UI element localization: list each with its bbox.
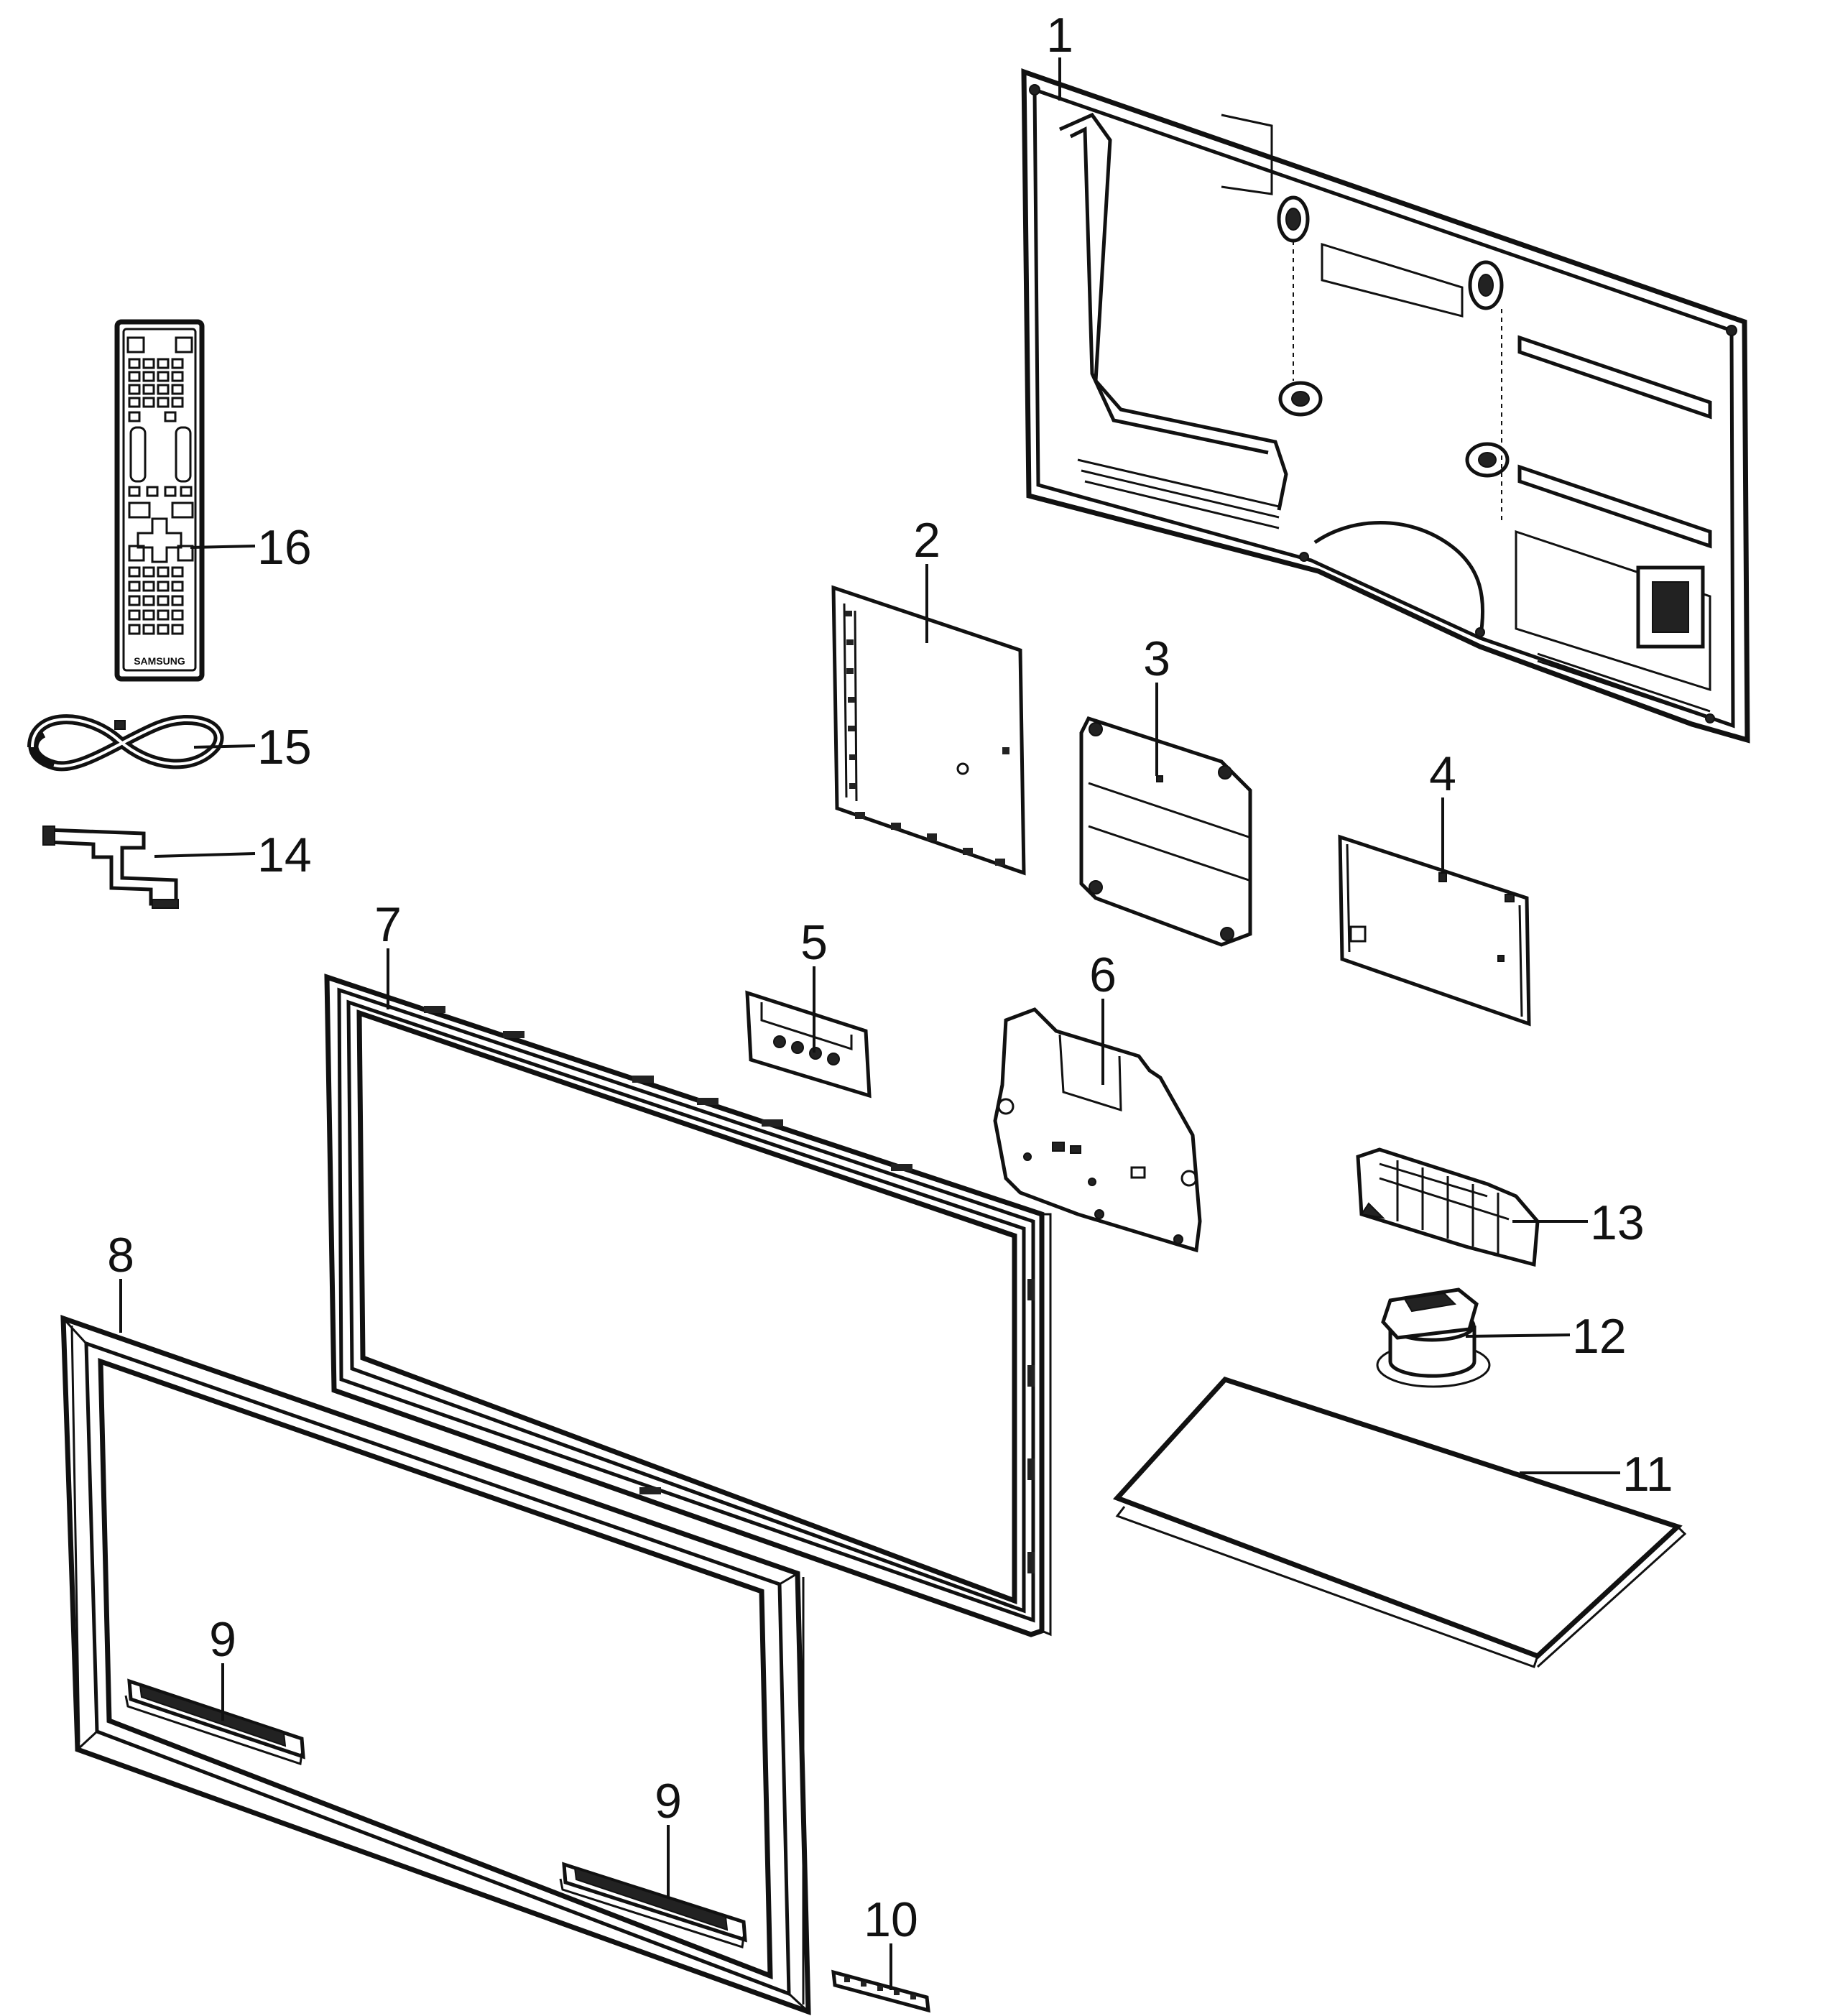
part-15-power-cord xyxy=(27,714,224,772)
callout-5: 5 xyxy=(800,915,828,970)
part-11-stand-base xyxy=(1112,1376,1687,1668)
callout-4: 4 xyxy=(1429,746,1456,801)
part-3-bracket-plate xyxy=(1079,716,1252,947)
leader-lines xyxy=(119,57,1620,1990)
callout-10: 10 xyxy=(864,1892,918,1947)
part-9-speaker-left xyxy=(124,1678,305,1765)
part-13-stand-hinge xyxy=(1356,1147,1540,1267)
part-9-speaker-right xyxy=(559,1862,747,1948)
callout-12: 12 xyxy=(1572,1309,1627,1364)
callout-labels: 1 2 3 4 5 6 7 8 9 9 10 11 12 13 14 15 16 xyxy=(107,8,1673,1947)
part-1-rear-cover xyxy=(1021,68,1750,744)
callout-1: 1 xyxy=(1046,8,1073,63)
callout-11: 11 xyxy=(1622,1447,1673,1502)
part-5-connector-bracket xyxy=(745,990,872,1099)
callout-16: 16 xyxy=(257,520,312,575)
part-2-main-board xyxy=(831,585,1026,876)
callout-14: 14 xyxy=(257,828,312,882)
callout-7: 7 xyxy=(374,897,402,952)
callout-9-right: 9 xyxy=(655,1774,682,1828)
callout-15: 15 xyxy=(257,720,312,775)
callout-9-left: 9 xyxy=(209,1612,236,1667)
callout-3: 3 xyxy=(1143,632,1170,686)
part-4-small-board xyxy=(1338,834,1531,1027)
remote-brand-label: SAMSUNG xyxy=(134,655,185,667)
part-14-flat-cable xyxy=(42,826,179,909)
part-8-front-bezel xyxy=(60,1315,811,2016)
callout-8: 8 xyxy=(107,1228,134,1282)
part-7-panel-frame xyxy=(324,974,1052,1637)
callout-2: 2 xyxy=(913,513,941,568)
part-12-stand-neck xyxy=(1376,1287,1491,1388)
callout-13: 13 xyxy=(1590,1196,1645,1250)
part-16-remote-control: SAMSUNG xyxy=(114,319,205,682)
callout-6: 6 xyxy=(1089,948,1117,1002)
part-6-shield-bracket xyxy=(993,1007,1202,1253)
part-10-ir-board xyxy=(831,1969,930,2013)
